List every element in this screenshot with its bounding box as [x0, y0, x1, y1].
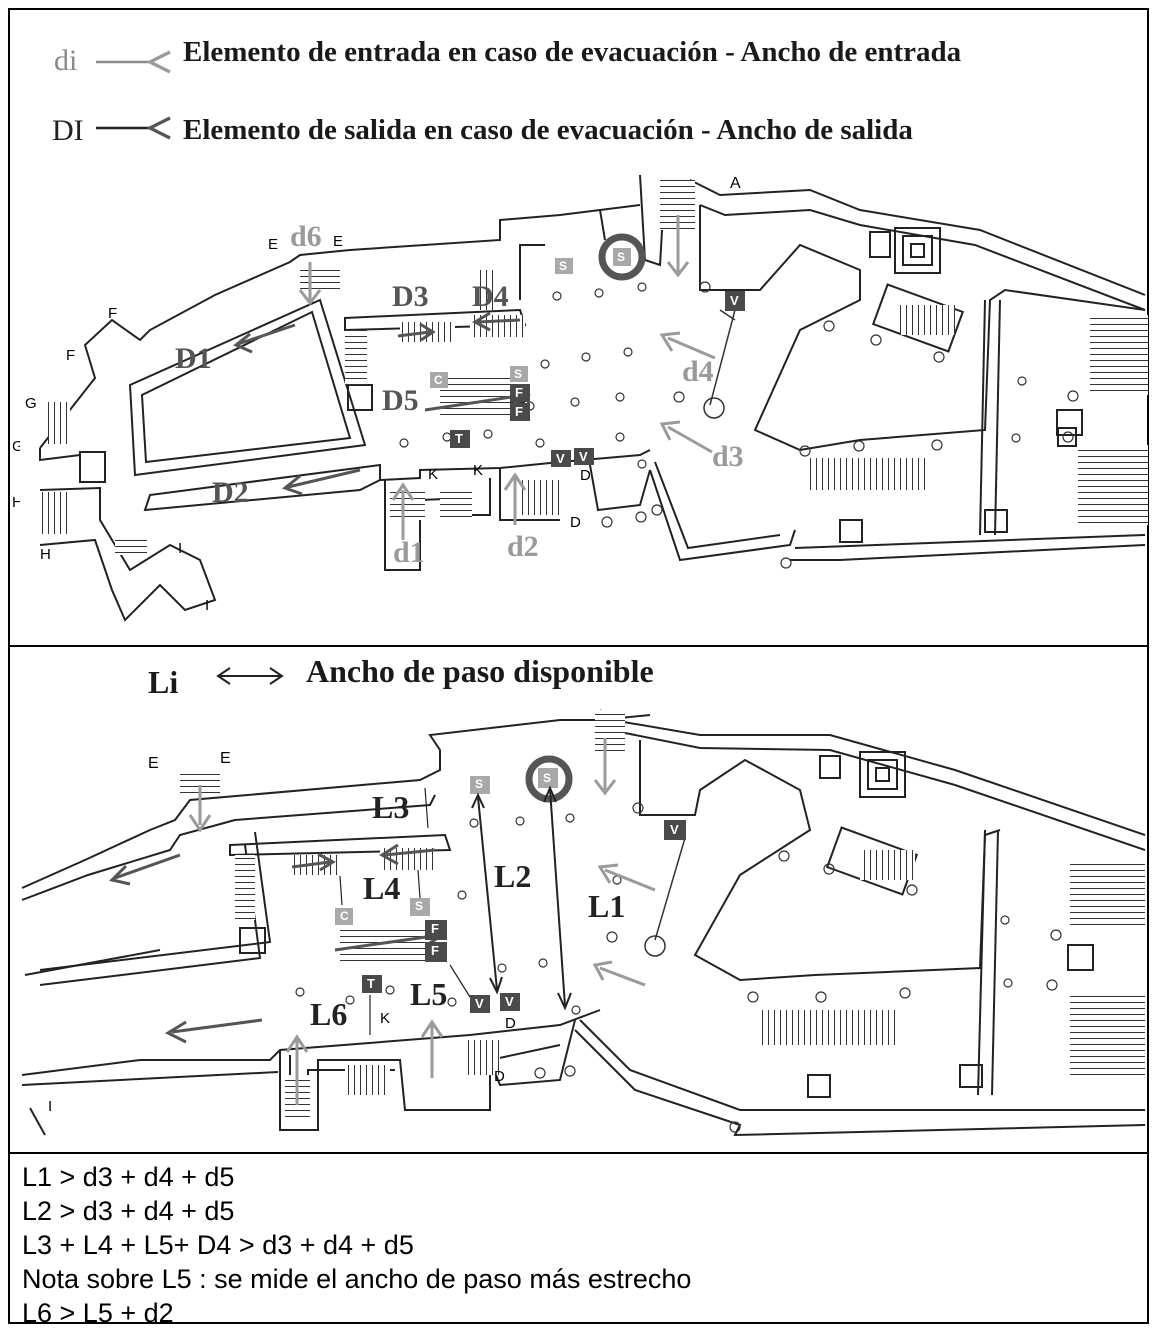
legend-DI-text: Elemento de salida en caso de evacuación…	[183, 114, 913, 146]
gridline-A: A	[730, 175, 741, 192]
label-L2: L2	[494, 858, 532, 894]
plan-top-escalator	[703, 309, 736, 419]
dimension-L4b	[417, 869, 421, 899]
gridline-I2: I	[205, 597, 210, 614]
legend-DI-symbol: DI	[52, 114, 84, 147]
badge-V-2-bottom: V	[505, 994, 514, 1009]
dimension-L3	[424, 787, 429, 829]
badge-T: T	[455, 431, 463, 446]
gridline-K-bottom: K	[380, 1010, 391, 1027]
badge-V-1-bottom: V	[475, 996, 484, 1011]
gridline-K2: K	[473, 462, 484, 479]
label-d6: d6	[290, 220, 322, 253]
plan-top	[39, 174, 1146, 622]
plan-bottom-entry-arrows	[188, 738, 656, 1105]
label-d2: d2	[507, 530, 539, 563]
badge-S-2-bottom: S	[543, 771, 552, 785]
formula-1: L1 > d3 + d4 + d5	[22, 1162, 235, 1192]
plan-top-badges	[430, 248, 745, 467]
badge-S-1: S	[559, 259, 568, 273]
panel-divider-top	[8, 645, 1149, 647]
formula-2: L2 > d3 + d4 + d5	[22, 1196, 235, 1226]
label-D5: D5	[382, 384, 419, 417]
gridline-E2: E	[333, 233, 344, 250]
label-L1: L1	[588, 888, 626, 924]
gridline-I1: I	[178, 540, 183, 557]
gridline-D-a-bottom: D	[505, 1015, 516, 1032]
panel-divider-bottom	[8, 1152, 1149, 1154]
badge-F-1: F	[515, 385, 523, 400]
badge-V-2: V	[579, 449, 588, 464]
dimension-L2	[477, 796, 498, 991]
label-D1: D1	[175, 342, 212, 375]
figure-frame	[8, 8, 1149, 1324]
plan-bottom-escalator	[644, 837, 686, 957]
plan-bottom-columns	[295, 802, 1062, 1133]
label-D4: D4	[472, 280, 509, 313]
gridline-I-bottom: I	[48, 1098, 53, 1115]
formulas-block: L1 > d3 + d4 + d5 L2 > d3 + d4 + d5 L3 +…	[22, 1160, 691, 1330]
badge-S-2: S	[617, 250, 626, 264]
plan-bottom	[21, 709, 1146, 1137]
plan-top-highlight-ring	[598, 233, 646, 281]
plan-top-exit-arrows	[233, 311, 531, 496]
gridline-E1-bottom: E	[148, 755, 159, 772]
label-D3: D3	[392, 280, 429, 313]
plan-bottom-dimension-lines	[339, 785, 572, 1035]
label-L6: L6	[310, 996, 348, 1032]
gridline-G1: G	[25, 395, 37, 412]
label-d3: d3	[712, 440, 744, 473]
dimension-L4a	[339, 875, 343, 906]
gridline-E1: E	[268, 236, 279, 253]
badge-V-3-bottom: V	[670, 822, 679, 837]
legend-di-symbol: di	[54, 44, 78, 77]
badge-S-1-bottom: S	[475, 777, 484, 791]
legend-Li-text: Ancho de paso disponible	[306, 653, 654, 689]
label-L4: L4	[363, 870, 401, 906]
label-L3: L3	[372, 789, 410, 825]
plan-top-stairs	[42, 180, 1148, 555]
gridline-D-b: D	[570, 514, 581, 531]
gridline-H1: H	[12, 494, 20, 511]
formula-note: Nota sobre L5 : se mide el ancho de paso…	[22, 1264, 692, 1294]
label-d4: d4	[682, 355, 714, 388]
badge-F-2: F	[515, 404, 523, 419]
dimension-L5	[449, 964, 471, 998]
badge-S-3-bottom: S	[415, 899, 424, 913]
dimension-L1	[549, 788, 566, 1007]
label-L5: L5	[410, 976, 448, 1012]
label-D2: D2	[212, 476, 249, 509]
plan-bottom-exit-arrows	[109, 843, 446, 1044]
badge-F-1-bottom: F	[431, 921, 439, 936]
label-d1: d1	[393, 536, 425, 569]
gridline-G2: G	[12, 438, 20, 455]
gridline-E2-bottom: E	[220, 750, 231, 767]
badge-F-2-bottom: F	[431, 943, 439, 958]
gridline-F2: F	[66, 347, 76, 364]
legend-di-text: Elemento de entrada en caso de evacuació…	[183, 36, 962, 68]
badge-T-bottom: T	[367, 976, 375, 991]
gridline-F1: F	[108, 305, 118, 322]
formula-5: L6 > L5 + d2	[22, 1298, 174, 1328]
legend-double-arrow	[216, 667, 284, 685]
plan-top-entry-arrows	[298, 215, 716, 540]
plan-bottom-highlight-ring	[525, 755, 573, 803]
gridline-D-a: D	[580, 467, 591, 484]
gridline-K1: K	[428, 466, 439, 483]
gridline-D-b-bottom: D	[494, 1068, 505, 1085]
badge-V-3: V	[730, 293, 739, 308]
badge-C: C	[434, 373, 443, 387]
badge-S-3: S	[514, 367, 523, 381]
gridline-H2: H	[40, 546, 51, 563]
legend-Li-symbol: Li	[148, 664, 179, 700]
badge-C-bottom: C	[340, 909, 349, 923]
plan-bottom-badges	[335, 768, 686, 1013]
formula-3: L3 + L4 + L5+ D4 > d3 + d4 + d5	[22, 1230, 414, 1260]
badge-V-1: V	[556, 451, 565, 466]
